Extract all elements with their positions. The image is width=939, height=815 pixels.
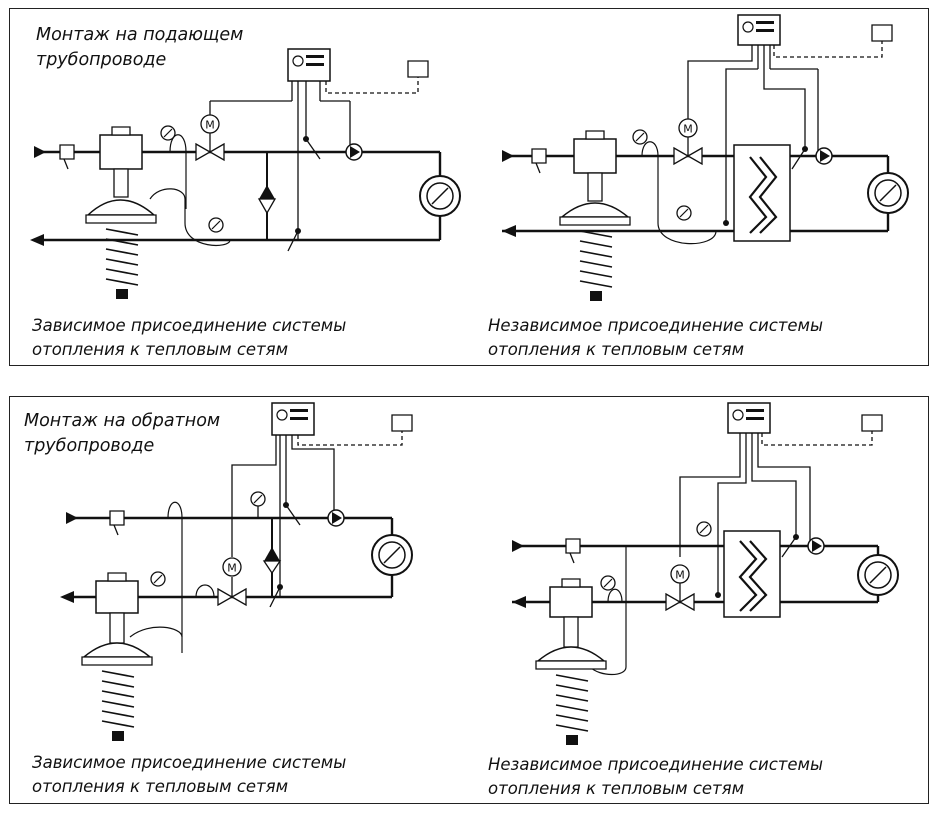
regulator-valve-icon [82,573,152,741]
pump-icon [816,148,832,164]
caption-line-2: отопления к тепловым сетям [32,777,289,796]
caption-dependent: Зависимое присоединение системы отоплени… [32,314,346,362]
inlet-arrow-icon [512,540,524,552]
pressure-gauge-icon [209,218,223,232]
svg-text:M: M [227,562,237,575]
caption-line-1: Независимое присоединение системы [488,316,824,335]
caption-line-2: отопления к тепловым сетям [488,340,745,359]
svg-text:M: M [205,119,215,132]
controller-icon [272,403,314,435]
strainer-icon [566,539,580,563]
panel-return-mounting: Монтаж на обратном трубопроводе Зависимо… [9,396,929,804]
sensor-icon [288,228,301,251]
sensor-icon [792,146,808,169]
piping-diagram: M [30,9,928,301]
pump-icon [346,144,362,160]
caption-independent: Независимое присоединение системы отопле… [488,753,823,801]
sensor-icon [782,534,799,557]
check-valve-icon [259,185,275,213]
sensor-icon [283,502,300,525]
pump-icon [808,538,824,554]
outdoor-sensor-icon [408,61,428,77]
outlet-arrow-icon [30,234,44,246]
controller-icon [738,15,780,45]
inlet-arrow-icon [66,512,78,524]
panel-heading: Монтаж на подающем трубопроводе [36,23,243,73]
outlet-arrow-icon [502,225,516,237]
caption-dependent: Зависимое присоединение системы отоплени… [32,751,346,799]
radiator-icon [372,535,412,575]
pressure-gauge-icon [601,576,615,590]
caption-line-1: Независимое присоединение системы [488,755,824,774]
sensor-icon [270,584,283,607]
heading-line-1: Монтаж на подающем [36,25,244,45]
pump-icon [328,510,344,526]
strainer-icon [532,149,546,173]
piping-diagram: M [60,397,928,745]
heading-line-1: Монтаж на обратном [24,411,221,431]
pressure-gauge-icon [633,130,647,144]
outdoor-sensor-icon [392,415,412,431]
heat-exchanger-icon [724,531,780,617]
pressure-gauge-icon [697,522,711,536]
motor-valve-icon: M [666,565,694,610]
strainer-icon [110,511,124,535]
outlet-arrow-icon [60,591,74,603]
radiator-icon [858,555,898,595]
heading-line-2: трубопроводе [36,50,167,70]
pressure-gauge-icon [251,492,265,506]
caption-line-1: Зависимое присоединение системы [32,316,347,335]
heat-exchanger-icon [734,145,790,241]
motor-valve-icon: M [196,115,224,160]
inlet-arrow-icon [502,150,514,162]
outdoor-sensor-icon [872,25,892,41]
svg-text:M: M [675,569,685,582]
caption-line-1: Зависимое присоединение системы [32,753,347,772]
panel-heading: Монтаж на обратном трубопроводе [24,409,220,459]
check-valve-icon [264,547,280,573]
controller-icon [728,403,770,433]
panel-supply-mounting: Монтаж на подающем трубопроводе Зависимо… [9,8,929,366]
caption-line-2: отопления к тепловым сетям [488,779,745,798]
motor-valve-icon: M [674,119,702,164]
regulator-valve-icon [560,131,630,301]
motor-valve-icon: M [218,558,246,605]
radiator-icon [868,173,908,213]
pressure-gauge-icon [677,206,691,220]
pressure-gauge-icon [161,126,175,140]
controller-icon [288,49,330,81]
heading-line-2: трубопроводе [24,436,155,456]
caption-independent: Независимое присоединение системы отопле… [488,314,823,362]
sensor-icon [303,136,320,159]
sensor-icon [723,220,729,226]
radiator-icon [420,176,460,216]
inlet-arrow-icon [34,146,46,158]
regulator-valve-icon [536,579,606,745]
outdoor-sensor-icon [862,415,882,431]
pressure-gauge-icon [151,572,165,586]
sensor-icon [715,592,721,598]
caption-line-2: отопления к тепловым сетям [32,340,289,359]
strainer-icon [60,145,74,169]
regulator-valve-icon [86,127,156,299]
svg-text:M: M [683,123,693,136]
outlet-arrow-icon [512,596,526,608]
